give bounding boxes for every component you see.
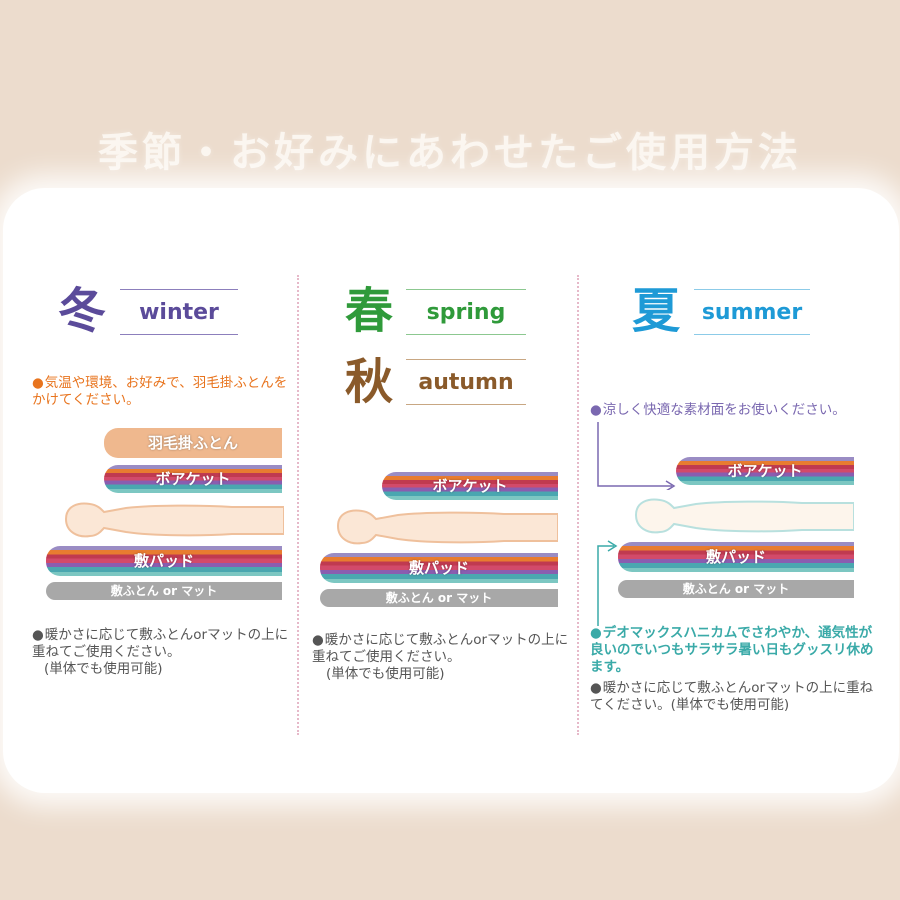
- column-divider: [577, 275, 579, 735]
- springautumn-boaket-layer: ボアケット: [382, 472, 558, 500]
- bullet-icon: ●: [32, 375, 44, 391]
- springautumn-mat-layer: 敷ふとん or マット: [320, 589, 558, 607]
- person-lying-icon: [634, 498, 854, 534]
- column-divider: [297, 275, 299, 735]
- springautumn-pad-layer: 敷パッド: [320, 553, 558, 583]
- bullet-icon: ●: [590, 625, 602, 641]
- summer-note-2: ●暖かさに応じて敷ふとんorマットの上に重ねてください。(単体でも使用可能): [590, 680, 874, 713]
- winter-bottom-note-2: (単体でも使用可能): [44, 661, 163, 677]
- winter-mat-layer: 敷ふとん or マット: [46, 582, 282, 600]
- winter-kanji: 冬: [58, 283, 107, 339]
- springautumn-bottom-note-2: (単体でも使用可能): [326, 666, 445, 682]
- bullet-icon: ●: [590, 680, 602, 696]
- autumn-label: autumn: [406, 359, 526, 405]
- winter-top-note: ●気温や環境、お好みで、羽毛掛ふとんをかけてください。: [32, 375, 288, 408]
- arrow-right-icon: [597, 422, 676, 490]
- summer-pad-layer: 敷パッド: [618, 542, 854, 572]
- summer-top-note: ●涼しく快適な素材面をお使いください。: [590, 402, 846, 418]
- spring-kanji: 春: [345, 283, 394, 339]
- bullet-icon: ●: [32, 627, 44, 643]
- winter-bottom-note: ●暖かさに応じて敷ふとんorマットの上に重ねてご使用ください。: [32, 627, 289, 660]
- summer-kanji: 夏: [632, 283, 681, 339]
- bullet-icon: ●: [312, 632, 324, 648]
- autumn-kanji: 秋: [345, 354, 394, 410]
- winter-down-comforter-layer: 羽毛掛ふとん: [104, 428, 282, 458]
- person-lying-icon: [336, 509, 558, 545]
- winter-pad-layer: 敷パッド: [46, 546, 282, 576]
- spring-label: spring: [406, 289, 526, 335]
- person-lying-icon: [64, 502, 284, 538]
- summer-label: summer: [694, 289, 810, 335]
- summer-note-1: ●デオマックスハニカムでさわやか、通気性が良いのでいつもサラサラ暑い日もグッスリ…: [590, 625, 874, 675]
- page-title: 季節・お好みにあわせたご使用方法: [98, 130, 802, 176]
- winter-boaket-layer: ボアケット: [104, 465, 282, 493]
- arrow-up-icon: [597, 540, 618, 626]
- bullet-icon: ●: [590, 402, 602, 418]
- summer-boaket-layer: ボアケット: [676, 457, 854, 485]
- summer-mat-layer: 敷ふとん or マット: [618, 580, 854, 598]
- winter-label: winter: [120, 289, 238, 335]
- springautumn-bottom-note: ●暖かさに応じて敷ふとんorマットの上に重ねてご使用ください。: [312, 632, 569, 665]
